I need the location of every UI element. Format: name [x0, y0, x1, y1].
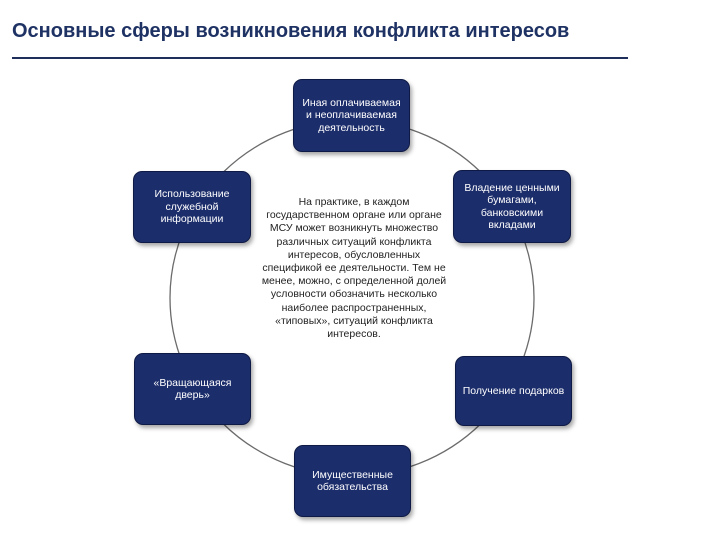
node-receiving-gifts-label: Получение подарков — [462, 384, 565, 397]
node-property-obligations: Имущественные обязательства — [294, 445, 411, 517]
node-official-information: Использование служебной информации — [133, 171, 251, 243]
node-official-information-label: Использование служебной информации — [154, 188, 230, 226]
node-revolving-door: «Вращающаяся дверь» — [134, 353, 251, 425]
center-description: На практике, в каждом государственном ор… — [261, 196, 447, 341]
page-title: Основные сферы возникновения конфликта и… — [12, 20, 570, 42]
node-other-activity-label: Иная оплачиваемая и неоплачиваемая деяте… — [302, 96, 401, 134]
node-securities-ownership-label: Владение ценными бумагами, банковскими в… — [464, 181, 560, 232]
node-securities-ownership: Владение ценными бумагами, банковскими в… — [453, 170, 571, 243]
node-revolving-door-label: «Вращающаяся дверь» — [153, 376, 232, 402]
title-underline — [12, 57, 628, 59]
node-receiving-gifts: Получение подарков — [455, 356, 572, 426]
node-other-activity: Иная оплачиваемая и неоплачиваемая деяте… — [293, 79, 410, 152]
node-property-obligations-label: Имущественные обязательства — [312, 468, 393, 494]
